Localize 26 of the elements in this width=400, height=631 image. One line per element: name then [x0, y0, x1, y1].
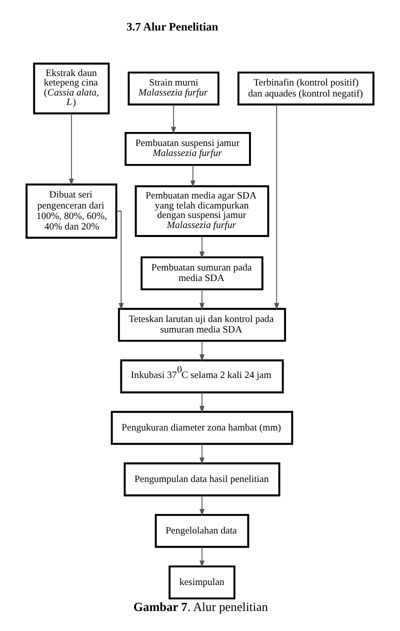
- node-box: kesimpulan: [168, 565, 236, 600]
- arrow: [274, 104, 280, 310]
- arrow: [200, 546, 204, 568]
- arrow: [200, 392, 204, 414]
- arrow: [68, 113, 74, 186]
- node-box: Strain murni Malassezia furfur: [128, 72, 220, 106]
- arrow: [200, 494, 204, 516]
- node-box: Teteskan larutan uji dan kontrol pada sumuran media SDA: [118, 308, 286, 342]
- arrow: [200, 288, 204, 310]
- caption: Gambar 7. Alur penelitian: [133, 600, 268, 614]
- node-box: Pembuatan sumuran pada media SDA: [140, 256, 264, 290]
- node-box: Pengukuran diameter zona hambat (mm): [110, 410, 294, 445]
- node-box: Pengelolahan data: [154, 514, 250, 548]
- arrow: [200, 236, 204, 259]
- diagram-title: 3.7 Alur Penelitian: [126, 21, 218, 34]
- node-box: Terbinafin (kontrol positif) dan aquades (kontrol negatif): [237, 72, 374, 106]
- arrow: [200, 340, 204, 362]
- node-box: Pembuatan media agar SDA yang telah dicampurkan dengan suspensi jamur Malassezia furfur: [134, 185, 270, 237]
- arrow: [171, 104, 176, 134]
- arrow: [190, 164, 196, 188]
- node-box: Dibuat seri pengenceran dari 100%, 80%, 60%, 40% dan 20%: [26, 184, 118, 239]
- node-box: Pembuatan suspensi jamur Malassezia furfur: [124, 132, 251, 166]
- node-box: Ekstrak daun ketepeng cina (Cassia alata, L): [33, 62, 110, 114]
- arrow: [200, 443, 204, 465]
- arrow: [116, 210, 124, 310]
- node-box: Pengumpulan data hasil penelitian: [124, 462, 280, 496]
